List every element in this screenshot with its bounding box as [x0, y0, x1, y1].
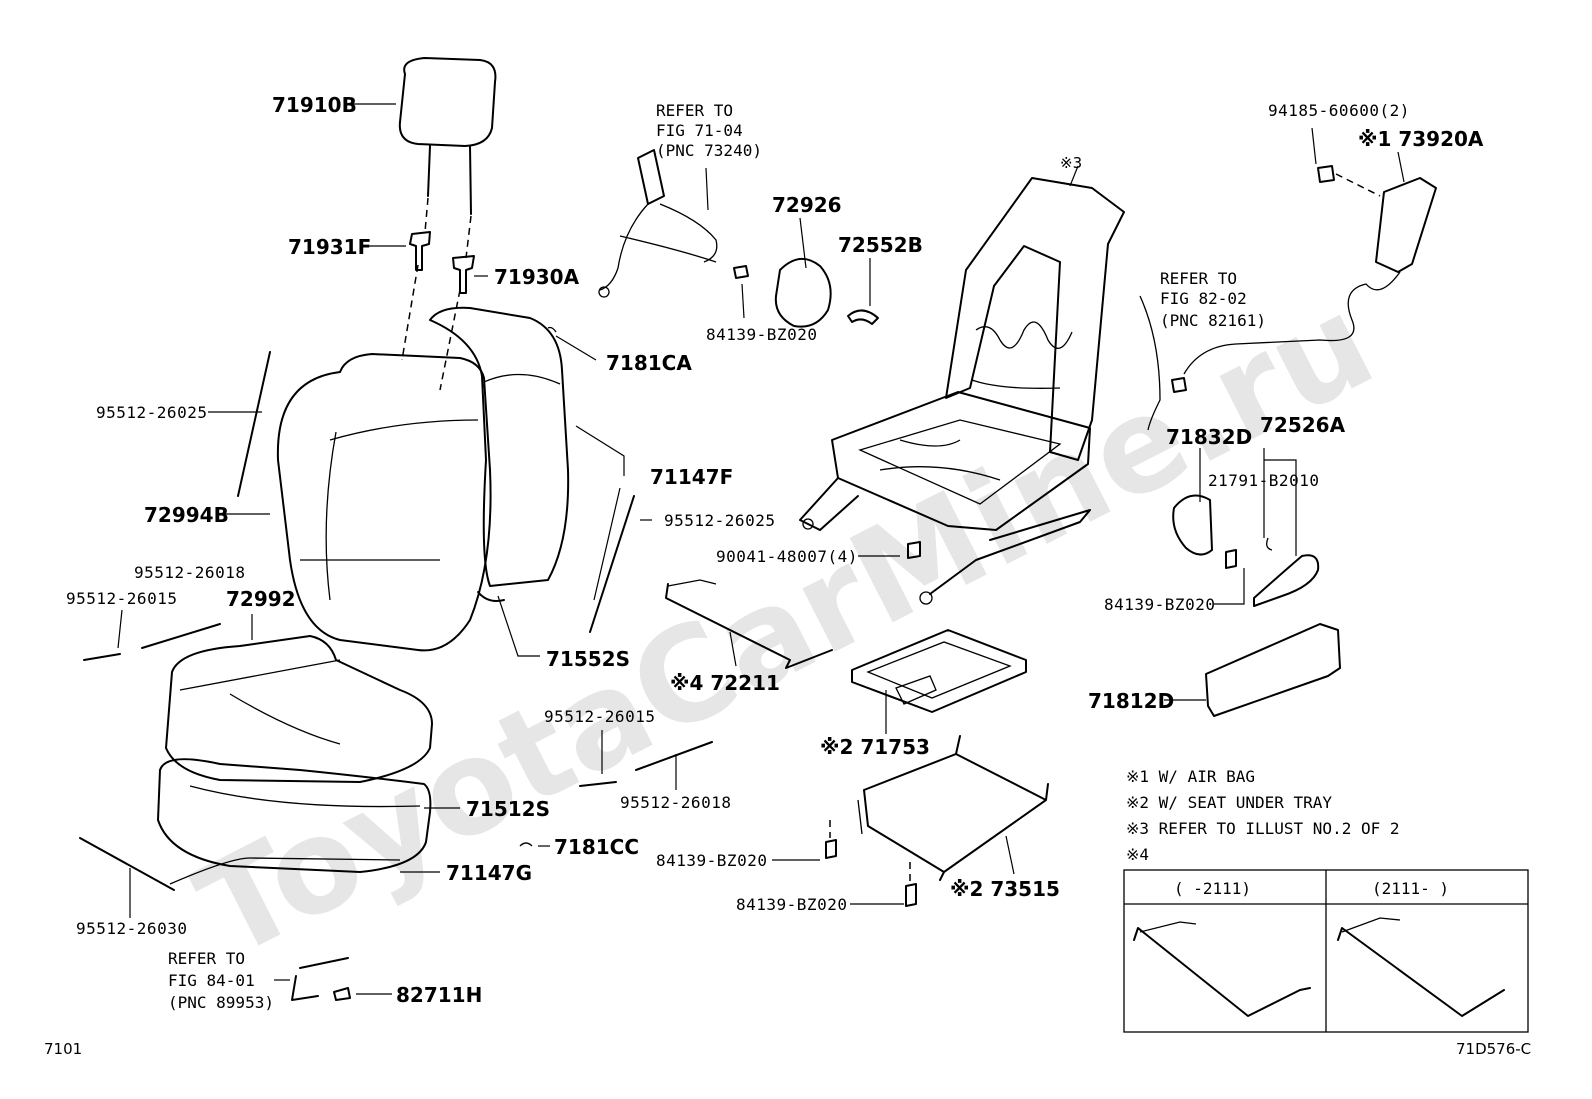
label-21791-B2010: 21791-B2010 — [1208, 471, 1319, 490]
label-72926: 72926 — [772, 193, 842, 217]
footer-page-code: 7101 — [44, 1040, 82, 1058]
cushion-pad-71512S — [157, 758, 432, 873]
label-73920A: ※1 73920A — [1358, 127, 1484, 151]
note-2: ※2 W/ SEAT UNDER TRAY — [1126, 793, 1332, 812]
airbag-73920A — [1183, 165, 1437, 375]
variant-col1-header: ( -2111) — [1174, 879, 1251, 898]
clip-72552B — [847, 309, 879, 325]
label-82711H: 82711H — [396, 983, 482, 1007]
cover-71812D — [1205, 623, 1341, 717]
refer-8401-line2: FIG 84-01 — [168, 971, 255, 990]
label-71512S: 71512S — [466, 797, 550, 821]
label-7181CC: 7181CC — [554, 835, 639, 859]
label-84139-BZ020-d: 84139-BZ020 — [1104, 595, 1215, 614]
label-72211: ※4 72211 — [670, 671, 780, 695]
label-71930A: 71930A — [494, 265, 580, 289]
shield-72926 — [733, 258, 832, 328]
refer-8202-line3: (PNC 82161) — [1160, 311, 1266, 330]
label-84139-BZ020-a: 84139-BZ020 — [706, 325, 817, 344]
note-1: ※1 W/ AIR BAG — [1126, 767, 1255, 786]
headrest-guide-71930A — [452, 255, 475, 294]
label-84139-BZ020-b: 84139-BZ020 — [656, 851, 767, 870]
footer-illustration-code: 71D576-C — [1456, 1040, 1531, 1058]
refer-7104-line2: FIG 71-04 — [656, 121, 743, 140]
cover-71832D — [1172, 494, 1237, 569]
refer-7104-line3: (PNC 73240) — [656, 141, 762, 160]
refer-8401-line3: (PNC 89953) — [168, 993, 274, 1012]
label-95512-26018-b: 95512-26018 — [620, 793, 731, 812]
label-73515: ※2 73515 — [950, 877, 1060, 901]
label-71147F: 71147F — [650, 465, 733, 489]
seatback-pad-71552S — [429, 306, 570, 587]
headrest-guide-71931F — [409, 231, 431, 271]
cushion-cover-72992 — [165, 635, 433, 783]
label-95512-26030: 95512-26030 — [76, 919, 187, 938]
label-95512-26025-b: 95512-26025 — [664, 511, 775, 530]
note-3: ※3 REFER TO ILLUST NO.2 OF 2 — [1126, 819, 1400, 838]
under-tray-71753 — [851, 629, 1027, 713]
label-95512-26015-a: 95512-26015 — [66, 589, 177, 608]
refer-8202-line2: FIG 82-02 — [1160, 289, 1247, 308]
label-72992: 72992 — [226, 587, 296, 611]
label-95512-26025-a: 95512-26025 — [96, 403, 207, 422]
label-95512-26015-b: 95512-26015 — [544, 707, 655, 726]
label-71832D: 71832D — [1166, 425, 1252, 449]
label-71910B: 71910B — [272, 93, 357, 117]
seatback-cover-72994B — [276, 353, 492, 652]
label-94185-60600: 94185-60600(2) — [1268, 101, 1410, 120]
variant-table — [1123, 869, 1529, 1033]
knob-72526A — [1253, 537, 1320, 607]
headrest-71910B — [398, 57, 497, 215]
label-84139-BZ020-c: 84139-BZ020 — [736, 895, 847, 914]
refer-8202-line1: REFER TO — [1160, 269, 1237, 288]
seat-frame-assembly — [799, 177, 1125, 605]
label-72526A: 72526A — [1260, 413, 1346, 437]
label-71552S: 71552S — [546, 647, 630, 671]
label-71147G: 71147G — [446, 861, 532, 885]
variant-col2-header: (2111- ) — [1372, 879, 1449, 898]
label-note3-ref: ※3 — [1060, 154, 1082, 172]
label-72552B: 72552B — [838, 233, 923, 257]
refer-7104-line1: REFER TO — [656, 101, 733, 120]
label-72994B: 72994B — [144, 503, 229, 527]
wire-72211 — [665, 583, 833, 669]
label-7181CA: 7181CA — [606, 351, 692, 375]
refer-8401-line1: REFER TO — [168, 949, 245, 968]
label-95512-26018-a: 95512-26018 — [134, 563, 245, 582]
harness-73240 — [598, 149, 718, 298]
label-71812D: 71812D — [1088, 689, 1174, 713]
label-90041-48007: 90041-48007(4) — [716, 547, 858, 566]
label-71931F: 71931F — [288, 235, 371, 259]
label-71753: ※2 71753 — [820, 735, 930, 759]
tray-frame-73515 — [825, 735, 1049, 907]
note-4: ※4 — [1126, 845, 1149, 864]
